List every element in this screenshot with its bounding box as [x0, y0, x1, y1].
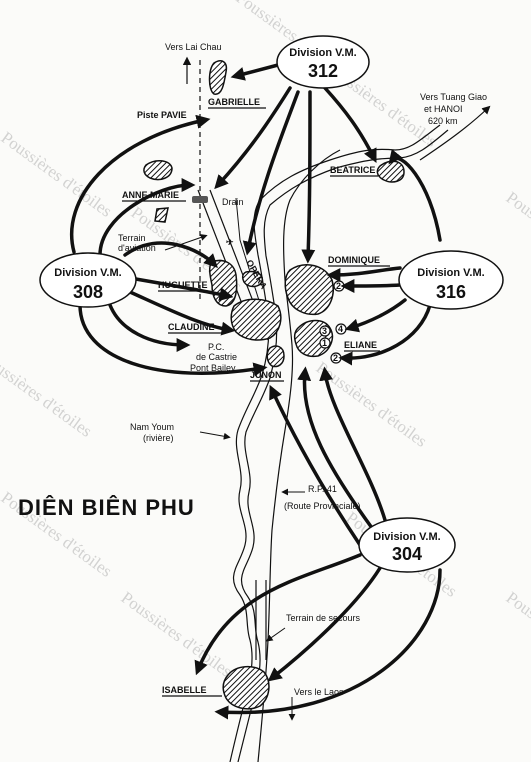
label-claudine: CLAUDINE [168, 322, 215, 332]
division-label: Division V.M. [373, 531, 440, 543]
vers-tuang-giao-arrow [419, 105, 491, 161]
label-beatrice: BEATRICE [330, 165, 375, 175]
label-anne-marie: ANNE MARIE [122, 190, 179, 200]
division-number: 308 [73, 282, 103, 302]
label-d-aviation: d'aviation [118, 243, 156, 253]
strongpoint-huguette-marker [208, 259, 238, 307]
label-piste-pavie: Piste PAVIE [137, 110, 187, 120]
label-dominique: DOMINIQUE [328, 255, 380, 265]
label-vers-tuang-giao: Vers Tuang Giao [420, 92, 487, 102]
label-riviere: (rivière) [143, 433, 174, 443]
terrain-de-secours-strip [255, 580, 267, 660]
attack-arrow [128, 276, 234, 302]
watermark-text: Poussières d'étoiles [503, 588, 531, 681]
attack-arrow [344, 298, 407, 333]
attack-arrow [69, 114, 211, 254]
attack-arrow [242, 90, 300, 256]
label-rp41: R.P. 41 [308, 484, 337, 494]
marker-number: 3 [322, 326, 327, 336]
strongpoint-claudine-marker [230, 298, 282, 341]
marker-number: 4 [338, 324, 343, 334]
strongpoint-beatrice-marker [376, 160, 405, 183]
label-junon: JUNON [250, 370, 282, 380]
label-vers-le-laos: Vers le Laos [294, 687, 344, 697]
label-eliane: ELIANE [344, 340, 377, 350]
airstrip-parked-plane [192, 196, 208, 203]
attack-arrow [326, 266, 402, 282]
division-number: 312 [308, 61, 338, 81]
attack-arrow [98, 178, 196, 257]
terrain-aviation-pointer [164, 234, 208, 251]
attack-arrow [269, 384, 362, 547]
attack-arrow [388, 149, 442, 242]
attack-arrow [214, 86, 292, 190]
label-620-km: 620 km [428, 116, 458, 126]
marker-number: 2 [333, 353, 338, 363]
strongpoint-anne-marie-2-marker [154, 207, 169, 223]
label-route-provinciale: (Route Provinciale) [284, 501, 361, 511]
marker-number: 2 [336, 281, 341, 291]
division-308-badge: Division V.M. 308 [39, 252, 137, 308]
attack-arrow [230, 63, 280, 81]
division-304-badge: Division V.M. 304 [358, 517, 456, 573]
attack-arrow [128, 290, 236, 336]
label-nam-youm: Nam Youm [130, 422, 174, 432]
label-isabelle: ISABELLE [162, 685, 207, 695]
attack-arrow [319, 366, 387, 522]
strongpoint-junon-marker [266, 345, 285, 368]
watermark-text: Poussières d'étoiles [0, 348, 96, 441]
division-number: 316 [436, 282, 466, 302]
division-label: Division V.M. [54, 267, 121, 279]
marker-number: 1 [322, 338, 327, 348]
attack-arrow [301, 90, 316, 264]
label-huguette: HUGUETTE [158, 280, 208, 290]
label-de-castrie: de Castrie [196, 352, 237, 362]
watermark-text: Poussières d'étoiles [313, 358, 431, 451]
nam-youm-pointer [199, 431, 231, 440]
division-316-badge: Division V.M. 316 [398, 250, 504, 310]
division-number: 304 [392, 544, 422, 564]
strongpoint-dominique-marker [284, 264, 334, 316]
label-pont-bailey: Pont Bailey [190, 363, 236, 373]
watermark-layer: Poussières d'étoiles Poussières d'étoile… [0, 0, 531, 681]
label-terrain: Terrain [118, 233, 146, 243]
attack-arrow [194, 553, 362, 676]
attack-arrow [340, 278, 402, 293]
label-pc: P.C. [208, 342, 224, 352]
attack-arrow [338, 303, 432, 366]
attack-arrow [78, 303, 268, 377]
airfield-cross-icon: ✈ [226, 237, 234, 247]
attack-arrow [108, 303, 191, 352]
watermark-text: Poussières d'étoiles [503, 188, 531, 281]
label-et-hanoi: et HANOI [424, 104, 463, 114]
strongpoint-gabrielle-marker [208, 60, 228, 95]
attack-arrow [123, 241, 218, 268]
map-title: DIÊN BIÊN PHU [18, 495, 195, 520]
attack-arrow [297, 366, 374, 530]
label-drain: Drain [222, 197, 244, 207]
division-label: Division V.M. [289, 47, 356, 59]
attack-arrow [214, 568, 442, 720]
strongpoint-isabelle-marker [222, 666, 270, 710]
attack-arrows [69, 63, 442, 720]
terrain-secours-pointer [265, 627, 286, 642]
strongpoint-opera-marker [241, 270, 264, 288]
label-vers-lai-chau: Vers Lai Chau [165, 42, 222, 52]
label-gabrielle: GABRIELLE [208, 97, 260, 107]
strongpoint-anne-marie-marker [143, 160, 173, 181]
division-312-badge: Division V.M. 312 [276, 35, 370, 89]
label-terrain-de-secours: Terrain de secours [286, 613, 361, 623]
attack-arrow [323, 86, 377, 164]
attack-arrow [267, 566, 382, 682]
division-label: Division V.M. [417, 267, 484, 279]
